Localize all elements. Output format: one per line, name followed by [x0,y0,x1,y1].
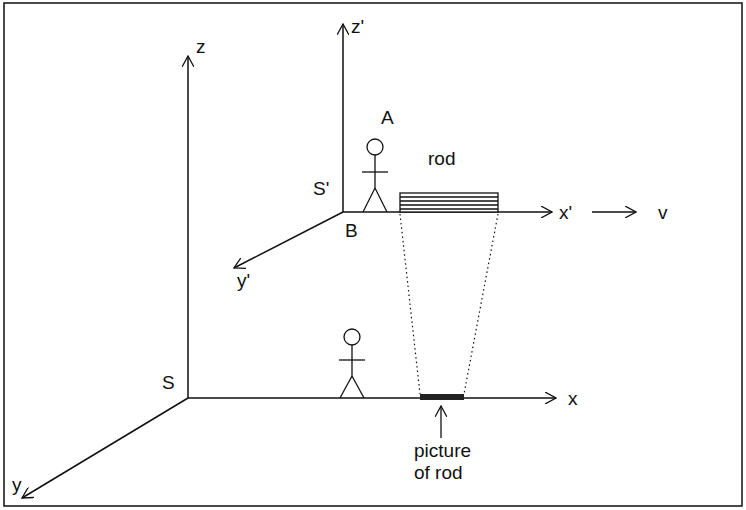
axis-label: y [12,474,22,496]
velocity-arrow [592,211,636,213]
observer-label: B [345,220,358,242]
rod-shape [400,193,498,212]
axis-label: y' [237,270,250,292]
axis-label: z [196,36,206,58]
frame-s-axes [22,56,556,498]
frame-label: S [162,372,175,394]
axis-label: z' [351,16,364,38]
observer-b-figure [339,329,365,398]
axis-label: x [568,388,578,410]
border [4,3,742,506]
part-label: rod [428,148,455,170]
caption-label: picture of rod [414,440,486,484]
frame-s-prime-axes [234,24,636,268]
leader-arrow [440,406,441,438]
observer-a-figure [362,139,388,212]
rod-picture [420,394,464,400]
observer-label: A [381,107,394,129]
velocity-label: v [658,202,668,224]
projection-lines [400,214,498,394]
axis-label: x' [559,202,572,224]
frame-label: S' [313,178,329,200]
